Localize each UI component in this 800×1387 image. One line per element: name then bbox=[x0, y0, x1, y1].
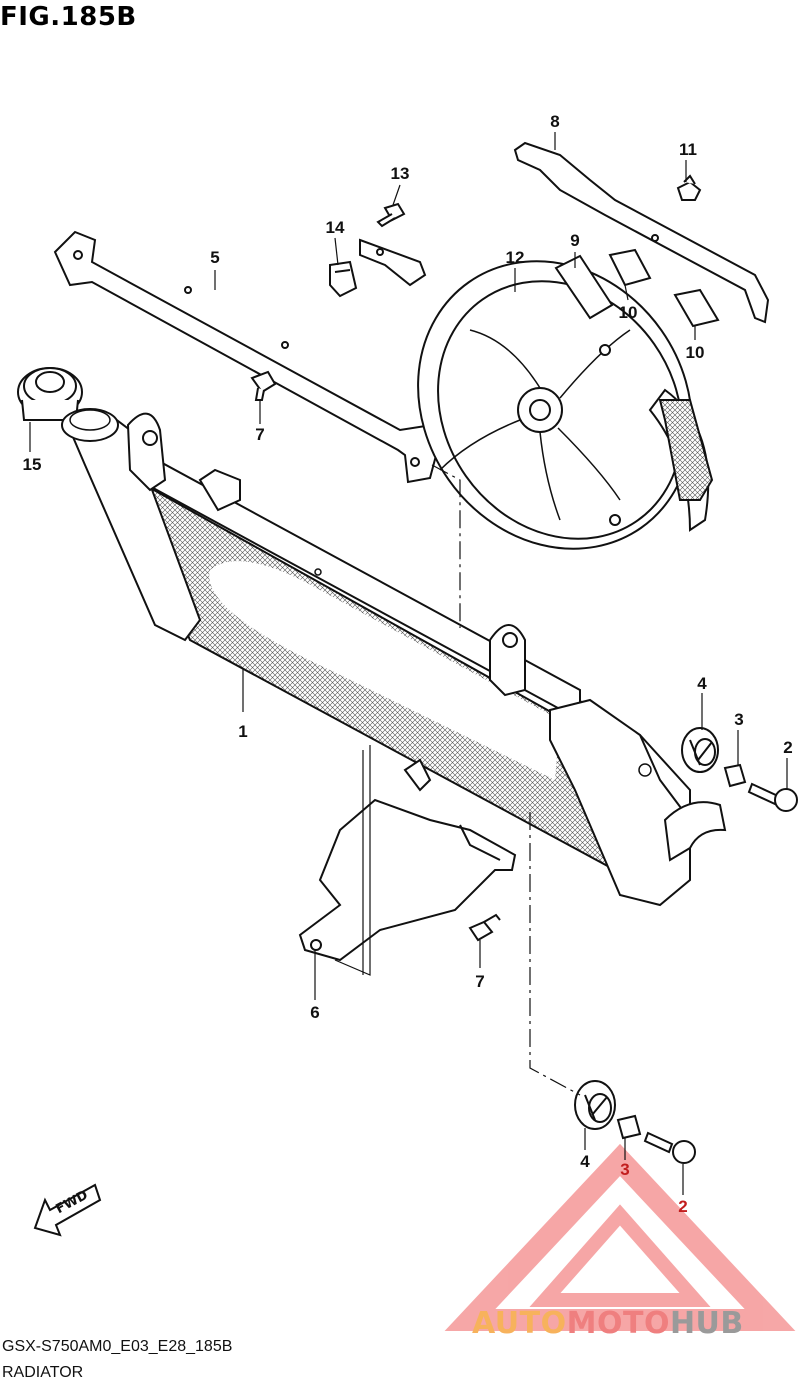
callout-8[interactable]: 8 bbox=[550, 112, 560, 131]
callout-4-upper[interactable]: 4 bbox=[697, 674, 707, 693]
watermark-hub: HUB bbox=[669, 1306, 744, 1341]
part-14-nut[interactable] bbox=[329, 260, 358, 298]
watermark-moto: MOTO bbox=[566, 1306, 670, 1341]
part-12-cooling-fan[interactable] bbox=[359, 208, 748, 603]
part-7-bolt-upper[interactable] bbox=[250, 370, 277, 401]
part-3-collar-lower[interactable] bbox=[616, 1114, 642, 1140]
forward-arrow-icon bbox=[33, 1183, 102, 1237]
callout-1[interactable]: 1 bbox=[238, 722, 248, 741]
diagram-name-caption: RADIATOR bbox=[2, 1364, 84, 1381]
part-4-grommet-lower[interactable] bbox=[574, 1080, 616, 1130]
callout-14[interactable]: 14 bbox=[325, 218, 345, 237]
diagram-code-caption: GSX-S750AM0_E03_E28_185B bbox=[2, 1338, 233, 1355]
callout-7-upper[interactable]: 7 bbox=[255, 425, 265, 444]
part-2-bolt-upper[interactable] bbox=[747, 782, 798, 812]
callout-11[interactable]: 11 bbox=[679, 140, 697, 159]
part-11-clip[interactable] bbox=[676, 174, 702, 201]
watermark-logo bbox=[444, 1143, 796, 1331]
callout-9[interactable]: 9 bbox=[570, 231, 580, 250]
part-4-grommet-upper[interactable] bbox=[681, 727, 719, 773]
callout-2-lower[interactable]: 2 bbox=[678, 1197, 688, 1216]
figure-title: FIG.185B bbox=[0, 2, 137, 32]
callout-4-lower[interactable]: 4 bbox=[580, 1152, 590, 1171]
callout-3-upper[interactable]: 3 bbox=[734, 710, 744, 729]
part-9-pad[interactable] bbox=[554, 254, 614, 320]
watermark-text: AUTOMOTOHUB bbox=[472, 1306, 744, 1341]
part-8-fan-bracket[interactable] bbox=[513, 141, 770, 324]
callout-7-lower[interactable]: 7 bbox=[475, 972, 485, 991]
part-3-collar-upper[interactable] bbox=[723, 763, 747, 788]
part-2-bolt-lower[interactable] bbox=[643, 1131, 696, 1164]
part-10-cushion-lower[interactable] bbox=[673, 288, 720, 328]
part-13-bolt[interactable] bbox=[376, 202, 406, 228]
callout-13[interactable]: 13 bbox=[390, 164, 410, 183]
callout-10-lower[interactable]: 10 bbox=[685, 343, 705, 362]
part-5-upper-bracket[interactable] bbox=[53, 230, 440, 484]
callout-3-lower[interactable]: 3 bbox=[620, 1160, 630, 1179]
callout-10-upper[interactable]: 10 bbox=[618, 303, 638, 322]
part-6-lower-bracket[interactable] bbox=[298, 798, 517, 962]
callout-5[interactable]: 5 bbox=[210, 248, 220, 267]
callout-6[interactable]: 6 bbox=[310, 1003, 320, 1022]
callout-12[interactable]: 12 bbox=[505, 248, 525, 267]
callout-2-upper[interactable]: 2 bbox=[783, 738, 793, 757]
part-7-bolt-lower[interactable] bbox=[468, 913, 501, 942]
part-1-radiator[interactable] bbox=[61, 408, 727, 907]
part-10-cushion-upper[interactable] bbox=[608, 248, 652, 287]
leader-lines bbox=[29, 132, 788, 1195]
watermark-auto: AUTO bbox=[472, 1306, 567, 1341]
callout-15[interactable]: 15 bbox=[22, 455, 42, 474]
